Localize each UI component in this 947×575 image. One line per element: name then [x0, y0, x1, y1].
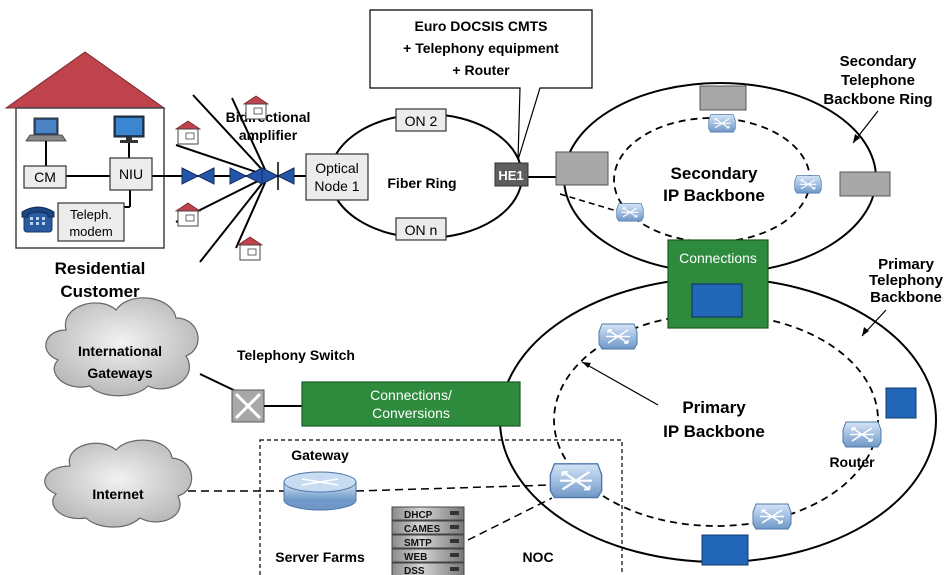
blue-switch-box — [691, 283, 743, 318]
grey-switch-box — [839, 171, 891, 197]
amplifier-valve-1 — [181, 167, 215, 185]
server-unit-label: DHCP — [404, 510, 433, 521]
router-icon — [752, 503, 792, 530]
amplifier-label-line2: amplifier — [239, 127, 298, 143]
he1-ip-link — [559, 193, 621, 213]
primary-ip-line2: IP Backbone — [663, 422, 765, 441]
connections-box: Connections — [667, 239, 769, 329]
noc-boundary — [259, 439, 623, 575]
on2-label: ON 2 — [405, 113, 438, 129]
server-unit-label: CAMES — [404, 524, 440, 535]
cm-box: CM — [23, 165, 67, 189]
modem-label-line1: Teleph. — [70, 207, 112, 222]
international-line2: Gateways — [87, 365, 153, 381]
router-icon — [616, 203, 644, 222]
small-house-icon — [242, 95, 270, 120]
router-icon — [842, 421, 882, 448]
he1-box: HE1 — [494, 162, 529, 187]
fiber-ring-label: Fiber Ring — [387, 175, 456, 191]
grey-switch-box — [555, 151, 609, 186]
amplifier-label-line1: Bidirectional — [226, 109, 311, 125]
router-label: Router — [829, 454, 875, 470]
bidirectional-amplifier-icon — [261, 167, 295, 185]
secondary-tel-line1: Secondary — [840, 53, 917, 70]
primary-ip-pointer — [581, 361, 659, 406]
blue-switch-box — [885, 387, 917, 419]
optical-node-line2: Node 1 — [314, 178, 359, 194]
optical-node-1-box: Optical Node 1 — [305, 153, 369, 201]
telephony-switch-label: Telephony Switch — [237, 347, 355, 363]
onn-box: ON n — [395, 217, 447, 241]
internet-label: Internet — [92, 486, 144, 502]
connections-conversions-box: Connections/ Conversions — [301, 381, 521, 427]
server-farm-icon: DHCP CAMES SMTP WEB DSS — [391, 506, 465, 575]
conv-line2: Conversions — [372, 405, 450, 421]
server-unit-label: SMTP — [404, 538, 432, 549]
blue-switch-box — [701, 534, 749, 566]
gateway-noc-link — [355, 484, 553, 492]
server-unit: DSS — [391, 562, 465, 575]
router-icon — [794, 175, 822, 194]
primary-tel-line2: Telephony — [869, 272, 944, 289]
primary-tel-line1: Primary — [878, 256, 935, 273]
internet-cloud: Internet — [44, 439, 193, 528]
noc-label: NOC — [522, 549, 553, 565]
connections-label: Connections — [679, 250, 757, 266]
server-unit-label: WEB — [404, 552, 427, 563]
cm-label: CM — [34, 169, 56, 185]
server-noc-link — [467, 497, 553, 541]
laptop-icon — [25, 117, 67, 142]
telephony-switch-icon — [231, 389, 265, 423]
small-house-icon — [174, 120, 202, 145]
on2-box: ON 2 — [395, 108, 447, 132]
secondary-ip-line2: IP Backbone — [663, 186, 765, 205]
niu-label: NIU — [119, 166, 143, 182]
he1-label: HE1 — [498, 168, 523, 183]
international-line1: International — [78, 343, 162, 359]
arrowhead — [862, 327, 869, 336]
residential-label-line1: Residential — [55, 259, 146, 278]
amplifier-valve-2 — [229, 167, 263, 185]
secondary-tel-line3: Backbone Ring — [823, 91, 932, 108]
onn-label: ON n — [405, 222, 438, 238]
grey-switch-box — [699, 85, 747, 111]
server-unit: SMTP — [391, 534, 465, 549]
tv-monitor-icon — [113, 115, 145, 143]
arrowhead — [582, 362, 591, 368]
server-unit-label: DSS — [404, 566, 425, 575]
telephone-icon — [21, 206, 55, 233]
small-house-icon — [236, 236, 264, 261]
server-unit: CAMES — [391, 520, 465, 535]
conv-line1: Connections/ — [370, 387, 452, 403]
gateway-router-icon — [283, 471, 357, 511]
small-house-icon — [174, 202, 202, 227]
headend-callout: Euro DOCSIS CMTS + Telephony equipment +… — [369, 9, 593, 161]
house-roof — [4, 51, 166, 109]
callout-line2: + Telephony equipment — [403, 40, 559, 56]
modem-label-line2: modem — [69, 224, 112, 239]
server-farms-label: Server Farms — [275, 549, 365, 565]
server-unit: DHCP — [391, 506, 465, 521]
optical-node-line1: Optical — [315, 160, 359, 176]
gateway-label: Gateway — [291, 447, 349, 463]
server-unit: WEB — [391, 548, 465, 563]
router-icon — [598, 323, 638, 350]
secondary-ip-line1: Secondary — [671, 164, 758, 183]
residential-label-line2: Customer — [60, 282, 140, 301]
secondary-tel-line2: Telephone — [841, 72, 915, 89]
teleph-modem-box: Teleph. modem — [57, 202, 125, 242]
international-gateways-cloud: International Gateways — [45, 297, 199, 397]
callout-line3: + Router — [452, 62, 510, 78]
arrowhead — [853, 134, 860, 143]
primary-ip-line1: Primary — [682, 398, 746, 417]
noc-router-icon — [549, 462, 603, 499]
primary-tel-line3: Backbone — [870, 289, 942, 306]
router-icon — [708, 114, 736, 133]
callout-line1: Euro DOCSIS CMTS — [414, 18, 547, 34]
niu-box: NIU — [109, 157, 153, 191]
